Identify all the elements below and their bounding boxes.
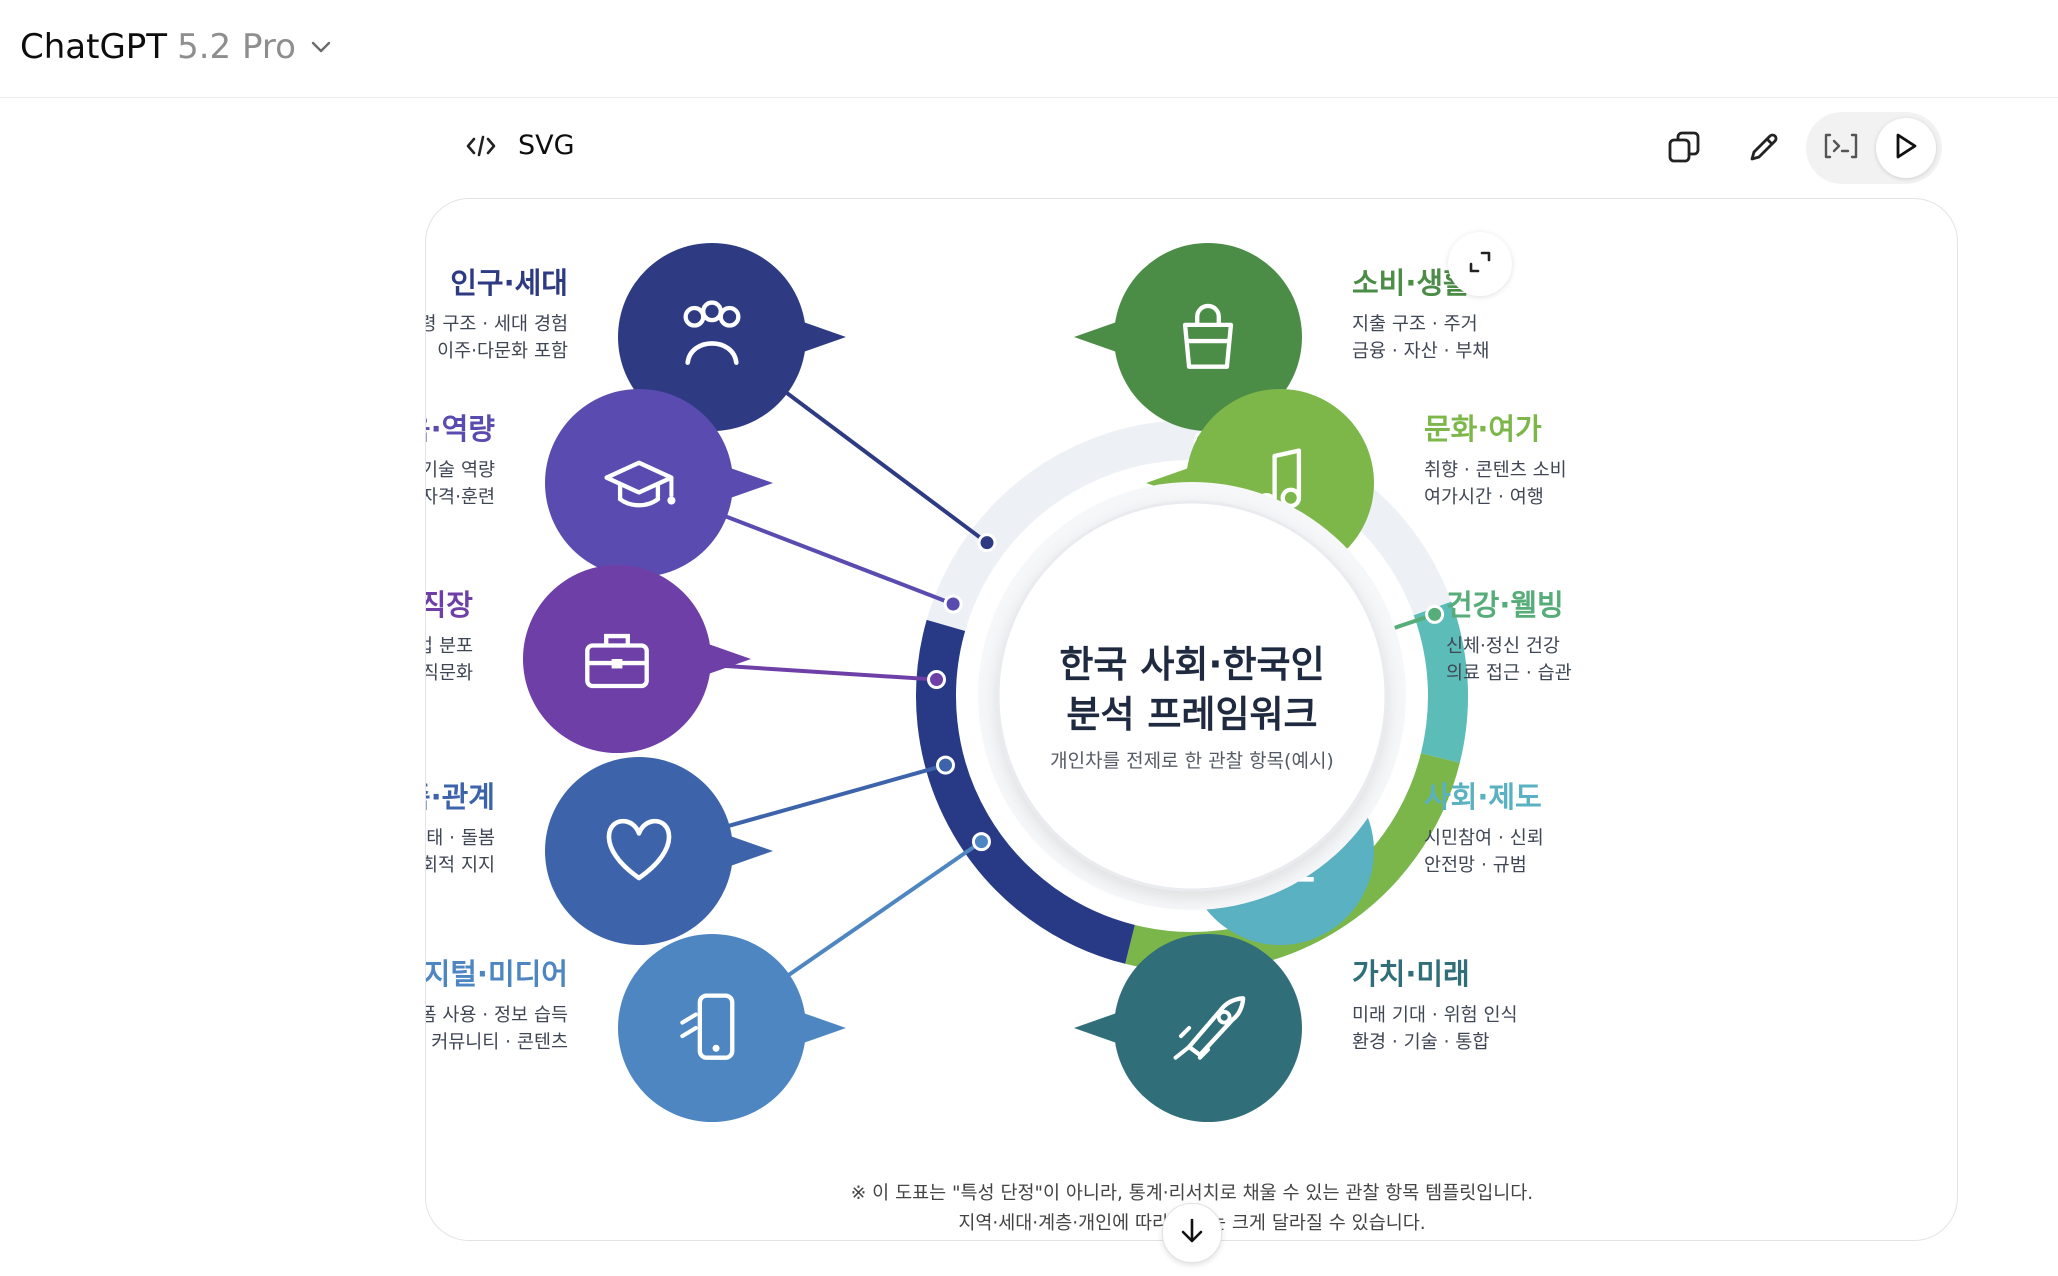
category-bubble xyxy=(1074,934,1302,1122)
category-title: 디지털·미디어 xyxy=(426,957,568,991)
category-title: 노동·직장 xyxy=(426,588,473,622)
people-icon xyxy=(683,300,741,365)
connector-dot xyxy=(977,533,997,553)
copy-icon xyxy=(1666,129,1702,169)
category-title: 문화·여가 xyxy=(1424,412,1542,446)
category-detail-line2: 의료 접근 · 습관 xyxy=(1446,663,1572,684)
connector-dot xyxy=(943,594,963,614)
footnote-line1: ※ 이 도표는 "특성 단정"이 아니라, 통계·리서치로 채울 수 있는 관찰… xyxy=(851,1183,1533,1204)
scroll-down-button[interactable] xyxy=(1162,1203,1222,1263)
bubble-circle xyxy=(1114,243,1302,431)
fullscreen-button[interactable] xyxy=(1448,232,1512,296)
shopping-bag-icon xyxy=(1182,303,1234,369)
category-detail-line1: 시민참여 · 신뢰 xyxy=(1424,828,1544,849)
category-detail-line2: 근로조건 · 조직문화 xyxy=(426,663,473,684)
connector-line xyxy=(755,369,989,545)
category-detail-line1: 플랫폼 사용 · 정보 습득 xyxy=(426,1005,568,1026)
chevron-down-icon xyxy=(310,40,332,54)
terminal-code-icon xyxy=(1823,132,1859,164)
expand-icon xyxy=(1466,248,1494,280)
bubble-circle xyxy=(618,934,806,1122)
category-detail-line1: 고용 형태 · 산업 분포 xyxy=(426,636,473,657)
category-bubble xyxy=(523,565,751,753)
smartphone-icon xyxy=(680,993,735,1060)
category-detail-line2: 관계망 · 사회적 지지 xyxy=(426,855,495,876)
category-title: 건강·웰빙 xyxy=(1446,588,1564,622)
rocket-icon xyxy=(1173,996,1246,1060)
edit-button[interactable] xyxy=(1738,123,1790,175)
framework-title-line1: 한국 사회·한국인 xyxy=(1059,643,1324,686)
bubble-circle xyxy=(618,243,806,431)
category-detail-line1: 미래 기대 · 위험 인식 xyxy=(1352,1005,1518,1026)
category-title: 가치·미래 xyxy=(1352,957,1470,991)
category-detail-line1: 신체·정신 건강 xyxy=(1446,636,1560,657)
category-detail-line2: 커뮤니티 · 콘텐츠 xyxy=(431,1032,568,1053)
view-toggle xyxy=(1806,112,1942,184)
center-disc xyxy=(996,500,1388,892)
connector-dot xyxy=(935,755,955,775)
connector-dot xyxy=(927,670,947,690)
category-bubble xyxy=(618,934,846,1122)
heart-icon xyxy=(606,818,672,881)
copy-button[interactable] xyxy=(1658,123,1710,175)
arrow-down-icon xyxy=(1178,1216,1206,1250)
category-detail-line2: 안전망 · 규범 xyxy=(1424,855,1527,876)
graduation-cap-icon xyxy=(604,460,676,508)
framework-subtitle: 개인차를 전제로 한 관찰 항목(예시) xyxy=(1050,750,1334,772)
category-detail-line1: 학습 환경 · 기술 역량 xyxy=(426,460,495,481)
connector-line xyxy=(757,839,983,998)
play-icon xyxy=(1893,132,1919,164)
category-detail-line1: 가구 형태 · 돌봄 xyxy=(426,828,495,849)
bubble-circle xyxy=(545,757,733,945)
connector-line xyxy=(690,501,954,606)
category-detail-line2: 여가시간 · 여행 xyxy=(1424,487,1544,508)
category-detail-line2: 금융 · 자산 · 부채 xyxy=(1352,341,1489,362)
connector-dot xyxy=(971,832,991,852)
category-detail-line1: 지출 구조 · 주거 xyxy=(1352,314,1478,335)
code-block-header: SVG xyxy=(440,110,1960,188)
connector-dot xyxy=(1425,604,1445,624)
connector-line xyxy=(692,763,947,838)
show-code-button[interactable] xyxy=(1814,122,1868,174)
category-detail-line2: 진학·자격·훈련 xyxy=(426,487,495,508)
model-version: 5.2 Pro xyxy=(177,27,296,67)
code-icon xyxy=(466,134,496,162)
pencil-icon xyxy=(1747,130,1781,168)
language-label: SVG xyxy=(518,130,575,161)
model-name: ChatGPT xyxy=(20,27,168,67)
framework-title-line2: 분석 프레임워크 xyxy=(1066,693,1317,736)
preview-button[interactable] xyxy=(1876,118,1936,178)
category-bubble xyxy=(618,243,846,431)
category-title: 사회·제도 xyxy=(1424,780,1542,814)
category-bubble xyxy=(545,757,773,945)
category-title: 가족·관계 xyxy=(426,780,495,814)
category-detail-line1: 취향 · 콘텐츠 소비 xyxy=(1424,460,1567,481)
category-bubble xyxy=(545,389,773,577)
ring-segment-right xyxy=(1413,601,1468,763)
briefcase-icon xyxy=(585,633,649,689)
category-detail-line2: 환경 · 기술 · 통합 xyxy=(1352,1032,1489,1053)
category-bubble xyxy=(1074,243,1302,431)
bubble-circle xyxy=(545,389,733,577)
model-selector[interactable]: ChatGPT 5.2 Pro xyxy=(20,22,332,72)
category-title: 인구·세대 xyxy=(450,266,568,300)
category-title: 교육·역량 xyxy=(426,412,495,446)
top-bar: ChatGPT 5.2 Pro xyxy=(0,0,2058,98)
category-detail-line2: 이주·다문화 포함 xyxy=(437,341,568,362)
category-detail-line1: 연령 구조 · 세대 경험 xyxy=(426,314,568,335)
